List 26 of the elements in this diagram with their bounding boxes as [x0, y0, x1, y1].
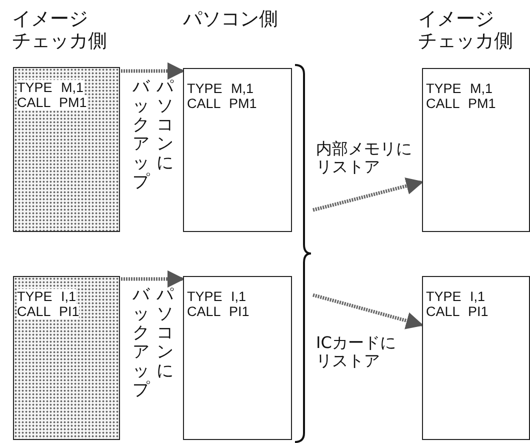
listing-box [183, 276, 292, 440]
edge-label: パソコンにバックアップ [132, 78, 175, 193]
code-line: TYPE M,1 [426, 81, 493, 96]
code-line: CALL PI1 [187, 304, 250, 319]
arrow [312, 293, 424, 330]
edge-label: 内部メモリにリストア [316, 140, 413, 176]
brace [294, 64, 312, 443]
column-heading: イメージチェッカ側 [418, 8, 514, 52]
arrow [121, 270, 185, 288]
arrow [121, 62, 185, 80]
code-line: TYPE I,1 [426, 289, 486, 304]
column-heading: パソコン側 [183, 8, 279, 30]
code-line: TYPE I,1 [187, 289, 246, 304]
arrow [312, 177, 424, 212]
edge-label: パソコンにバックアップ [132, 286, 175, 401]
edge-label: ICカードにリストア [316, 334, 397, 370]
shaded-listing-box [13, 67, 120, 232]
code-line: TYPE M,1 [187, 81, 254, 96]
code-line: CALL PM1 [426, 96, 496, 111]
listing-box [422, 276, 530, 440]
code-line: CALL PI1 [426, 304, 488, 319]
code-line: CALL PM1 [187, 96, 257, 111]
shaded-listing-box [13, 276, 120, 440]
column-heading: イメージチェッカ側 [12, 8, 108, 52]
listing-box [422, 68, 530, 232]
listing-box [183, 68, 292, 232]
